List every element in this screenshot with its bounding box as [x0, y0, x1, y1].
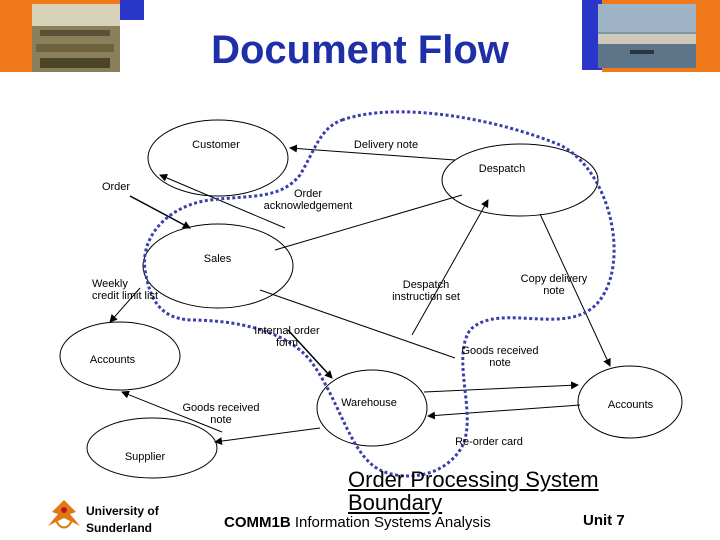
arrow-goods-received-left	[121, 390, 223, 433]
office-photo-icon	[32, 4, 120, 72]
order-label: Order	[101, 181, 131, 193]
goods-received-note-left-label: Goods received note	[182, 402, 260, 426]
despatch-label: Despatch	[478, 163, 526, 175]
weekly-credit-limit-list-label: Weekly credit limit list	[92, 278, 159, 302]
supplier-node	[86, 417, 218, 479]
order-processing-boundary	[142, 110, 616, 478]
sales-label: Sales	[203, 253, 232, 265]
delivery-note-label: Delivery note	[353, 139, 419, 151]
arrow-despatch-instruction	[259, 289, 456, 359]
warehouse-node	[316, 369, 428, 447]
warehouse-label: Warehouse	[341, 397, 397, 409]
internal-order-form-label: Internal order form	[254, 325, 320, 349]
arrow-order-acknowledgement	[159, 174, 286, 229]
accounts-right-node	[577, 365, 683, 439]
despatch-node	[441, 143, 599, 217]
top-left-decoration	[0, 0, 144, 72]
despatch-instruction-set-label: Despatch instruction set	[392, 279, 460, 303]
university-name: University of Sunderland	[86, 504, 159, 535]
accounts-left-label: Accounts	[89, 354, 136, 366]
sales-node	[142, 223, 294, 309]
arrow-internal-order-form	[287, 329, 333, 379]
unit-label: Unit 7	[583, 512, 625, 529]
course-title: COMM1B Information Systems Analysis	[224, 514, 491, 531]
re-order-card-label: Re-order card	[455, 436, 523, 448]
arrow-goods-received-right	[423, 381, 579, 393]
arrow-copy-delivery-note	[539, 213, 611, 367]
course-code: COMM1B	[224, 514, 291, 531]
boundary-label: Order Processing System Boundary	[348, 467, 599, 515]
arrow-delivery-note	[289, 144, 456, 161]
arrow-supplier-order	[214, 427, 321, 446]
arrow-despatch-instruction-tip	[411, 199, 489, 336]
order-acknowledgement-label: Order acknowledgement	[263, 188, 353, 212]
arrow-despatch-to-customer	[274, 194, 463, 251]
arrow-order	[129, 195, 191, 229]
harbour-photo-icon	[598, 4, 696, 68]
customer-label: Customer	[192, 139, 240, 151]
top-right-decoration	[582, 0, 720, 72]
goods-received-note-right-label: Goods received note	[461, 345, 539, 369]
arrow-weekly-credit-limit	[109, 287, 141, 323]
accounts-right-label: Accounts	[607, 399, 654, 411]
course-name: Information Systems Analysis	[294, 514, 491, 531]
copy-delivery-note-label: Copy delivery note	[520, 273, 588, 297]
accounts-left-node	[59, 321, 181, 391]
supplier-label: Supplier	[124, 451, 166, 463]
customer-node	[147, 119, 289, 197]
arrow-re-order-card	[427, 404, 581, 420]
page-title: Document Flow	[211, 28, 509, 72]
university-logo-icon	[48, 500, 80, 529]
